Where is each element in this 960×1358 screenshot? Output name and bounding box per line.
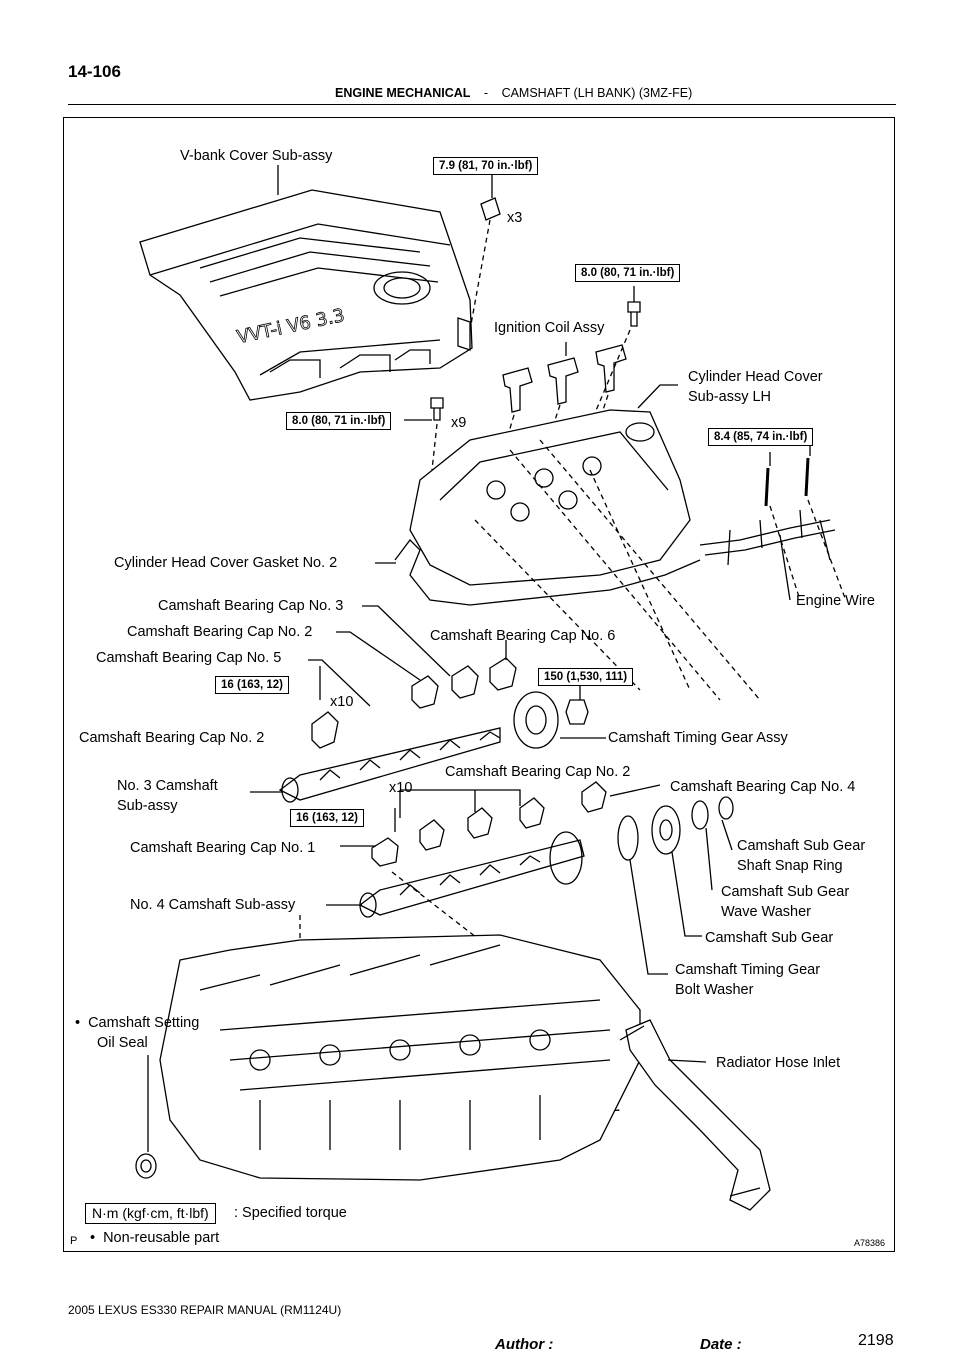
legend-torque-text: : Specified torque [234, 1205, 347, 1221]
legend-torque-unit-box: N·m (kgf·cm, ft·lbf) [85, 1203, 216, 1224]
label-bearing-cap-2-top: Camshaft Bearing Cap No. 2 [127, 624, 313, 640]
label-no4-camshaft: No. 4 Camshaft Sub-assy [130, 897, 296, 913]
cylinder-head-cover-drawing [409, 384, 691, 586]
label-oil-seal-line1: •Camshaft Setting [75, 1015, 200, 1031]
label-engine-wire: Engine Wire [796, 593, 875, 609]
label-gasket: Cylinder Head Cover Gasket No. 2 [114, 555, 338, 571]
section-title: ENGINE MECHANICAL [335, 86, 471, 100]
label-bolt-washer-line2: Bolt Washer [675, 982, 754, 998]
radiator-hose-drawing [619, 1019, 771, 1211]
label-snap-ring-line1: Camshaft Sub Gear [737, 838, 866, 854]
label-radiator-hose: Radiator Hose Inlet [716, 1055, 841, 1071]
label-wave-washer-line1: Camshaft Sub Gear [721, 884, 850, 900]
figure-id: A78386 [854, 1238, 886, 1248]
torque-16-top: 16 (163, 12) [215, 676, 290, 694]
label-head-cover-line1: Cylinder Head Cover [688, 369, 823, 385]
header-rule [68, 104, 896, 105]
torque-7-9: 7.9 (81, 70 in.·lbf) [433, 157, 539, 175]
header-separator: - [483, 86, 489, 100]
bolt-ignition-drawing [591, 286, 641, 421]
page-number: 14-106 [68, 62, 121, 81]
label-oil-seal-line2: Oil Seal [97, 1035, 148, 1051]
label-bolt-washer-line1: Camshaft Timing Gear [675, 962, 821, 978]
no4-camshaft-drawing [326, 831, 585, 918]
label-bearing-cap-6: Camshaft Bearing Cap No. 6 [430, 628, 616, 644]
label-bearing-cap-3: Camshaft Bearing Cap No. 3 [158, 598, 344, 614]
corner-mark: P [70, 1235, 78, 1247]
nonreusable-bullet: • [75, 1015, 81, 1031]
sub-gear-parts-drawing [617, 796, 734, 975]
torque-16-bottom: 16 (163, 12) [290, 809, 365, 827]
page-header: ENGINE MECHANICAL - CAMSHAFT (LH BANK) (… [335, 86, 692, 100]
label-sub-gear: Camshaft Sub Gear [705, 930, 834, 946]
engine-wire-drawing [699, 442, 846, 601]
torque-150: 150 (1,530, 111) [538, 668, 634, 686]
manual-footer: 2005 LEXUS ES330 REPAIR MANUAL (RM1124U) [68, 1303, 342, 1317]
date-label: Date : [700, 1336, 742, 1353]
bolt-x3-drawing [469, 173, 501, 331]
label-bearing-cap-2-mid: Camshaft Bearing Cap No. 2 [445, 764, 631, 780]
label-wave-washer-line2: Wave Washer [721, 904, 811, 920]
ignition-coils-drawing [502, 342, 627, 446]
label-bearing-cap-1: Camshaft Bearing Cap No. 1 [130, 840, 316, 856]
bolt-x9-drawing [404, 397, 444, 471]
multiplier-x3: x3 [507, 210, 523, 226]
label-timing-gear: Camshaft Timing Gear Assy [608, 730, 788, 746]
timing-gear-drawing [513, 686, 606, 749]
torque-8-4: 8.4 (85, 74 in.·lbf) [708, 428, 814, 446]
multiplier-x9: x9 [451, 415, 467, 431]
label-bearing-cap-2-left: Camshaft Bearing Cap No. 2 [79, 730, 265, 746]
multiplier-x10-bottom: x10 [389, 780, 413, 796]
oil-seal-drawing [135, 1055, 157, 1179]
nonreusable-bullet-legend: • [90, 1230, 96, 1246]
manual-page-number: 2198 [858, 1332, 894, 1349]
gasket-drawing [375, 539, 701, 606]
bearing-caps-top-drawing [308, 605, 517, 749]
subsection-title: CAMSHAFT (LH BANK) (3MZ-FE) [501, 86, 693, 100]
legend-nonreusable: •Non-reusable part [90, 1230, 220, 1246]
label-ignition-coil: Ignition Coil Assy [494, 320, 605, 336]
multiplier-x10-top: x10 [330, 694, 354, 710]
label-bearing-cap-4: Camshaft Bearing Cap No. 4 [670, 779, 856, 795]
torque-8-0-top: 8.0 (80, 71 in.·lbf) [575, 264, 681, 282]
figure-frame [63, 117, 895, 1252]
torque-8-0-x9: 8.0 (80, 71 in.·lbf) [286, 412, 392, 430]
label-bearing-cap-5: Camshaft Bearing Cap No. 5 [96, 650, 282, 666]
label-no3-camshaft-line2: Sub-assy [117, 798, 178, 814]
vbank-cover-drawing: VVT-i V6 3.3 [139, 189, 473, 401]
label-no3-camshaft-line1: No. 3 Camshaft [117, 778, 218, 794]
label-snap-ring-line2: Shaft Snap Ring [737, 858, 843, 874]
bearing-caps-bottom-drawing [340, 781, 661, 867]
label-head-cover-line2: Sub-assy LH [688, 389, 772, 405]
cylinder-head-drawing [159, 934, 641, 1181]
label-vbank-cover: V-bank Cover Sub-assy [180, 148, 333, 164]
author-label: Author : [495, 1336, 554, 1353]
no3-camshaft-drawing [250, 727, 501, 803]
